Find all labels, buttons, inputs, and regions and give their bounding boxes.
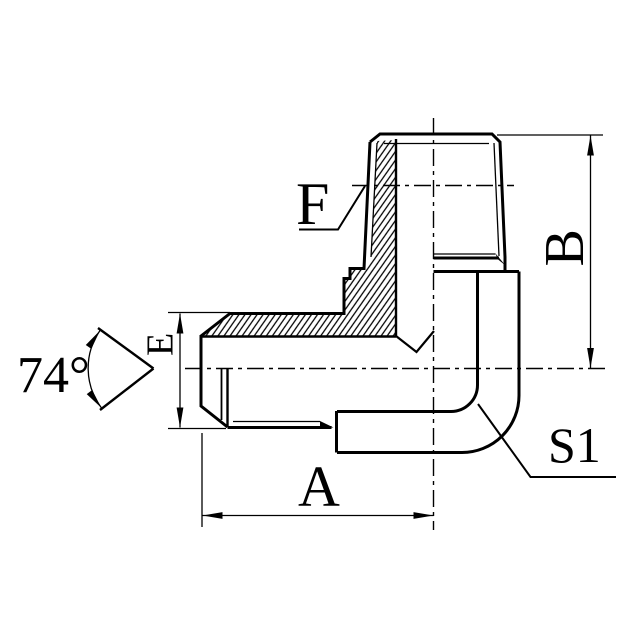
angle-label: 74° — [17, 347, 90, 404]
dim-a-label: A — [298, 454, 340, 519]
body-corner-edge-profile — [337, 271, 479, 413]
body-section-hatch — [201, 140, 396, 336]
s1-label: S1 — [548, 417, 601, 473]
annotation-f: F — [296, 171, 366, 237]
centerlines — [185, 118, 607, 530]
angle-dimension-arc — [85, 330, 103, 409]
dim-b-label: B — [534, 229, 596, 266]
dimension-e: E — [140, 311, 230, 430]
body-outer-profile — [337, 271, 521, 454]
flare-cone-upper-line — [97, 327, 155, 370]
bore-intersection-marks — [395, 330, 435, 354]
top-thread-root-right — [493, 142, 500, 257]
top-thread-outline — [369, 132, 507, 272]
top-thread-root-left — [370, 142, 378, 258]
top-thread-left-wall-and-steps — [200, 141, 372, 338]
dimension-a: A — [201, 433, 434, 527]
f-label: F — [296, 171, 329, 237]
section-hatching — [201, 140, 396, 336]
flare-cone-lower-line — [99, 367, 155, 411]
annotation-s1: S1 — [477, 403, 616, 478]
dim-e-label: E — [140, 333, 182, 356]
left-port-face-and-chamfer — [199, 335, 229, 429]
angle-annotation: 74° — [17, 327, 155, 411]
top-thread-runout-wedge — [495, 253, 506, 266]
left-thread-runout-wedge — [320, 421, 334, 428]
fitting-outline — [199, 132, 521, 454]
dimension-b: B — [497, 134, 603, 368]
s1-leader-line — [477, 403, 616, 478]
f-leader-line — [299, 185, 366, 231]
